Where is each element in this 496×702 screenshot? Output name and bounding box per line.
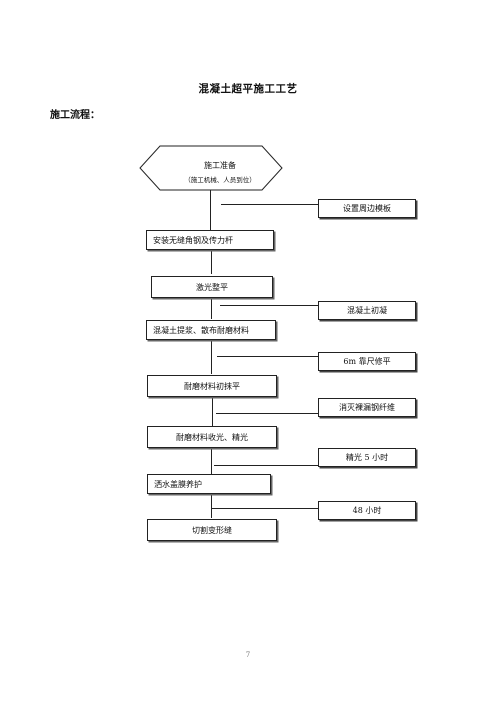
flow-step: 洒水盖膜养护 bbox=[147, 474, 271, 494]
side-connector bbox=[216, 413, 318, 414]
section-heading: 施工流程： bbox=[50, 110, 100, 121]
flow-step: 切割变形缝 bbox=[147, 519, 277, 541]
flow-step: 耐磨材料收光、精光 bbox=[147, 426, 277, 448]
page-number: 7 bbox=[245, 651, 251, 659]
flow-step: 激光整平 bbox=[151, 276, 273, 298]
start-hexagon-shape bbox=[139, 145, 283, 191]
document-title: 混凝土超平施工工艺 bbox=[198, 83, 298, 95]
connector-line bbox=[212, 396, 213, 426]
side-connector bbox=[217, 356, 318, 357]
side-step: 设置周边模板 bbox=[318, 199, 416, 218]
side-connector bbox=[221, 204, 318, 205]
flow-start-sub: （施工机械、人员到位） bbox=[184, 176, 256, 184]
flow-start-label: 施工准备 bbox=[204, 161, 236, 170]
connector-line bbox=[211, 341, 212, 374]
side-step: 混凝土初凝 bbox=[318, 301, 416, 320]
side-step: 精光 5 小时 bbox=[318, 448, 416, 467]
side-step: 消灭裸漏钢纤维 bbox=[318, 398, 416, 417]
connector-line bbox=[210, 190, 211, 230]
flow-step: 混凝土提浆、散布耐磨材料 bbox=[146, 320, 276, 340]
connector-line bbox=[211, 297, 212, 319]
connector-line bbox=[211, 494, 212, 518]
flow-step: 安装无缝角钢及传力杆 bbox=[146, 230, 274, 250]
connector-line bbox=[211, 446, 212, 474]
side-step: 48 小时 bbox=[318, 501, 416, 520]
connector-line bbox=[211, 250, 212, 274]
side-connector bbox=[220, 305, 318, 306]
side-connector bbox=[212, 508, 318, 509]
side-connector bbox=[214, 465, 318, 466]
side-step: 6m 靠尺修平 bbox=[318, 352, 416, 371]
flow-step: 耐磨材料初抹平 bbox=[147, 375, 277, 397]
